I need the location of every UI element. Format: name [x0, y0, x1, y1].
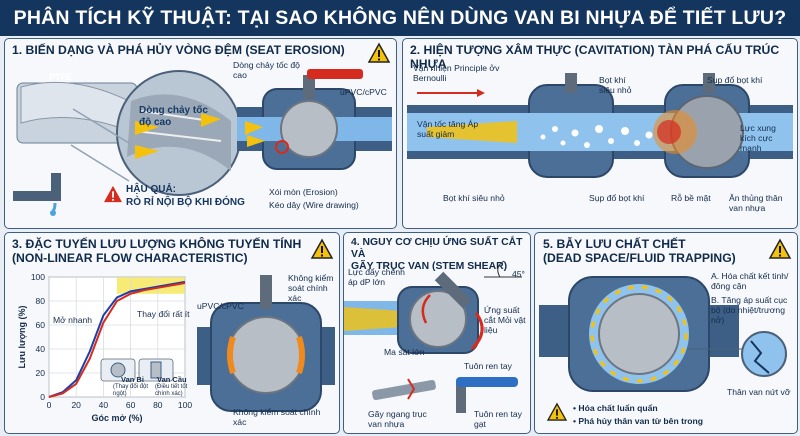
cavitation-illustration	[407, 73, 793, 178]
y-tick-label: 20	[36, 368, 46, 378]
thread-strip-top-label: Tuôn ren tay	[464, 361, 512, 371]
panel-3-heading-line2: (NON-LINEAR FLOW CHARACTERISTIC)	[12, 251, 248, 265]
bullet-warning-icon	[546, 402, 568, 421]
warning-icon	[768, 238, 792, 259]
panel-4-heading: 4. NGUY CƠ CHỊU ỨNG SUẤT CẮT VÀ GÃY TRỤC…	[351, 237, 530, 273]
panel-flow-characteristic: 3. ĐẶC TUYẾN LƯU LƯỢNG KHÔNG TUYẾN TÍNH …	[4, 232, 340, 434]
panel-1-heading: 1. BIẾN DẠNG VÀ PHÁ HỦY VÒNG ĐỆM (SEAT E…	[12, 43, 345, 57]
x-tick-label: 40	[99, 400, 109, 410]
panel-4-heading-line1: 4. NGUY CƠ CHỊU ỨNG SUẤT CẮT VÀ	[351, 237, 523, 260]
shock-force-label: Lực xung kích cực mạnh	[740, 123, 776, 153]
y-axis-label: Lưu lượng (%)	[17, 306, 27, 369]
panel-2-heading: 2. HIỆN TƯỢNG XÂM THỰC (CAVITATION) TÀN …	[410, 43, 780, 71]
y-tick-label: 0	[40, 392, 45, 402]
consequence-warning-icon	[104, 185, 122, 203]
x-tick-label: 80	[153, 400, 163, 410]
panel-5-heading-line2: (DEAD SPACE/FLUID TRAPPING)	[543, 251, 736, 265]
warning-icon	[367, 42, 391, 63]
bullet-1: • Hóa chất luẩn quẩn	[573, 403, 658, 413]
x-axis-label: Góc mở (%)	[92, 413, 143, 423]
velocity-pressure-label: Vận tốc tăng Áp suất giảm	[417, 119, 479, 139]
pitting-label: Rỗ bề mặt	[671, 193, 711, 203]
dead-space-label-b: B. Tăng áp suất cục bộ (do nhiệt/trương …	[711, 295, 788, 325]
panel-dead-space: 5. BẪY LƯU CHẤT CHẾT (DEAD SPACE/FLUID T…	[534, 232, 798, 434]
page-title: PHÂN TÍCH KỸ THUẬT: TẠI SAO KHÔNG NÊN DÙ…	[0, 0, 800, 36]
handle-strip-label: Tuôn ren tay gạt	[474, 409, 522, 429]
broken-stem-label: Gãy ngang trục van nhựa	[368, 409, 427, 429]
micro-bubbles-bottom-label: Bọt khí siêu nhỏ	[443, 193, 505, 203]
dp-force-label: Lực đẩy chênh áp dP lớn	[348, 267, 405, 287]
bubble-collapse-top-label: Sụp đổ bọt khí	[707, 75, 763, 85]
panel-4-heading-line2: GÃY TRỤC VAN (STEM SHEAR)	[351, 261, 508, 272]
panel-cavitation: 2. HIỆN TƯỢNG XÂM THỰC (CAVITATION) TÀN …	[402, 38, 798, 229]
erosion-label: Xói mòn (Erosion)	[269, 187, 338, 197]
bullet-2-text: Phá hủy thân van từ bên trong	[578, 416, 704, 426]
zoom-flow-label: Dòng chảy tốc độ cao	[139, 105, 208, 128]
dead-space-illustration	[539, 276, 787, 392]
y-tick-label: 40	[36, 344, 46, 354]
ball-valve-cutaway	[237, 69, 392, 170]
eroded-body-label: Ăn thủng thân van nhựa	[729, 193, 783, 213]
x-tick-label: 100	[178, 400, 192, 410]
friction-label: Ma sát lớn	[384, 347, 425, 357]
uncontrolled-bottom-label: Không kiểm soát chính xác	[233, 407, 321, 427]
ball-valve-icon-ball	[110, 362, 126, 378]
stem-shear-illustration	[344, 260, 522, 413]
bullet-1-text: Hóa chất luẩn quẩn	[578, 403, 658, 413]
ptfe-label: PTFE	[49, 72, 73, 82]
chart-annotation-quick-open: Mở nhanh	[53, 315, 93, 325]
valve-material-label: uPVC/cPVC	[197, 301, 244, 311]
panel-3-heading-line1: 3. ĐẶC TUYẾN LƯU LƯỢNG KHÔNG TUYẾN TÍNH	[12, 237, 302, 251]
x-tick-label: 0	[47, 400, 52, 410]
bubble-collapse-bottom-label: Sụp đổ bọt khí	[589, 193, 645, 203]
globe-valve-note: (Điều tiết tốt chính xác)	[155, 384, 188, 397]
panel-5-heading: 5. BẪY LƯU CHẤT CHẾT (DEAD SPACE/FLUID T…	[543, 237, 736, 265]
globe-valve-label: Van Cầu	[157, 375, 187, 384]
x-tick-label: 60	[126, 400, 136, 410]
shear-stress-label: Ứng suất cắt Mỏi vật liệu	[484, 305, 526, 335]
wire-drawing-label: Kéo dây (Wire drawing)	[269, 200, 359, 210]
chart-annotation-little-change: Thay đổi rất ít	[137, 309, 190, 319]
ball-valve-label: Van Bi	[121, 375, 144, 384]
dead-space-label-a: A. Hóa chất kết tinh/đông cặn	[711, 271, 789, 291]
crack-label: Thân van nứt vỡ	[727, 387, 791, 397]
valve-material-label: uPVC/cPVC	[340, 87, 387, 97]
uncontrolled-top-label: Không kiểm soát chính xác	[288, 273, 334, 303]
plateau-highlight	[117, 277, 185, 294]
warning-icon	[310, 238, 334, 259]
consequence-heading: HẬU QUẢ:	[126, 184, 176, 195]
panel-3-heading: 3. ĐẶC TUYẾN LƯU LƯỢNG KHÔNG TUYẾN TÍNH …	[12, 237, 301, 265]
bubble-cloud	[540, 125, 653, 148]
high-velocity-label: Dòng chảy tốc độ cao	[233, 60, 300, 80]
angle-label: 45°	[512, 269, 525, 279]
x-tick-label: 20	[71, 400, 81, 410]
seat-zoom-illustration	[13, 70, 242, 216]
y-tick-label: 80	[36, 296, 46, 306]
globe-valve-icon-body	[150, 361, 162, 379]
ball-valve-note: (Thay đổi đột ngột)	[113, 384, 149, 397]
bullet-2: • Phá hủy thân van từ bên trong	[573, 416, 704, 426]
consequence-text: RÒ RỈ NỘI BỘ KHI ĐÓNG	[126, 197, 245, 208]
y-tick-label: 60	[36, 320, 46, 330]
throttled-valve-illustration	[197, 275, 335, 412]
micro-bubbles-top-label: Bọt khí siêu nhỏ	[599, 75, 632, 95]
panel-seat-erosion: 1. BIẾN DẠNG VÀ PHÁ HỦY VÒNG ĐỆM (SEAT E…	[4, 38, 397, 229]
panel-5-heading-line1: 5. BẪY LƯU CHẤT CHẾT	[543, 237, 686, 251]
panel-stem-shear: 4. NGUY CƠ CHỊU ỨNG SUẤT CẮT VÀ GÃY TRỤC…	[343, 232, 531, 434]
bernoulli-label: Vận nhiện Principle ởv Bernoulli	[413, 63, 500, 83]
series-line-1	[48, 282, 186, 398]
y-tick-label: 100	[31, 272, 45, 282]
series-line-0	[48, 280, 186, 398]
